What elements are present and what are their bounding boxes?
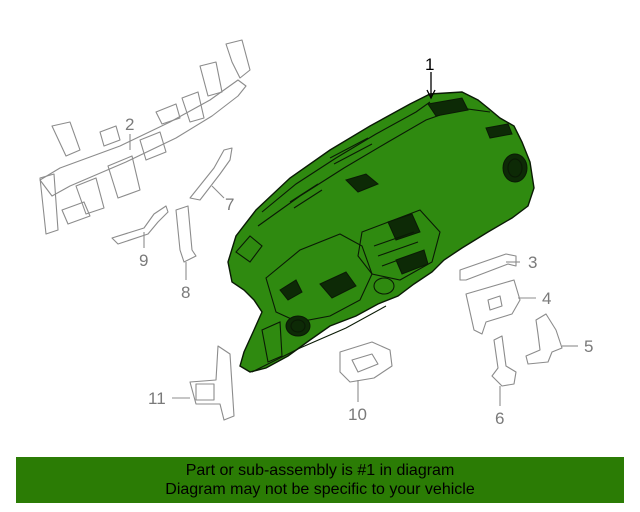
bracket-part-9[interactable]	[111, 205, 169, 245]
bracket-part-10[interactable]	[339, 341, 393, 383]
callout-3: 3	[528, 253, 537, 272]
info-banner: Part or sub-assembly is #1 in diagram Di…	[16, 457, 624, 503]
callout-9: 9	[139, 251, 148, 270]
bracket-part-5[interactable]	[525, 313, 563, 365]
callout-10: 10	[348, 405, 367, 424]
callout-6: 6	[495, 409, 504, 428]
parts-diagram: 1 2 3 4 5 6 7 8 9 10 11	[39, 39, 593, 428]
callout-2: 2	[125, 115, 134, 134]
steering-member-part-2[interactable]	[39, 39, 251, 235]
callout-1: 1	[425, 55, 434, 74]
callout-4: 4	[542, 289, 551, 308]
callout-8: 8	[181, 283, 190, 302]
bracket-part-7[interactable]	[189, 147, 233, 201]
instrument-panel-part-1[interactable]	[227, 91, 535, 373]
leader-lines	[129, 72, 578, 406]
callout-5: 5	[584, 337, 593, 356]
bracket-part-6[interactable]	[491, 335, 517, 387]
banner-line-1: Part or sub-assembly is #1 in diagram	[185, 462, 455, 479]
banner-line-2: Diagram may not be specific to your vehi…	[165, 481, 475, 498]
bracket-part-11[interactable]	[189, 345, 235, 421]
bracket-part-3[interactable]	[459, 253, 517, 281]
callout-7: 7	[225, 195, 234, 214]
bracket-part-8[interactable]	[175, 205, 197, 263]
bracket-part-4[interactable]	[465, 279, 521, 335]
callout-11: 11	[148, 389, 166, 408]
